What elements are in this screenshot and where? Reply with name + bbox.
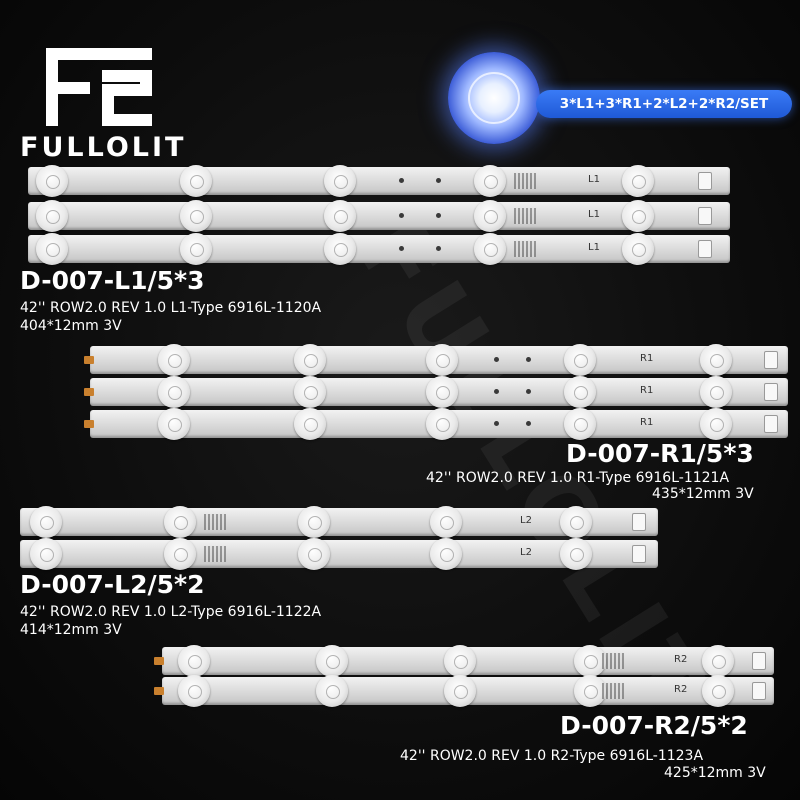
strip-tag: L2 <box>520 547 532 558</box>
product-spec: 42'' ROW2.0 REV 1.0 L2-Type 6916L-1122A <box>20 604 322 620</box>
led-strip-r1: R1 <box>84 376 788 408</box>
product-spec: 42'' ROW2.0 REV 1.0 R2-Type 6916L-1123A <box>400 748 704 764</box>
strip-tag: R1 <box>640 353 654 364</box>
led-strip-r2: R2 <box>154 675 774 707</box>
product-spec: 42'' ROW2.0 REV 1.0 L1-Type 6916L-1120A <box>20 300 322 316</box>
strip-tag: L2 <box>520 515 532 526</box>
product-title: D-007-R2/5*2 <box>560 711 748 740</box>
led-strip-l1: L1 <box>28 165 730 197</box>
strip-tag: L1 <box>588 209 600 220</box>
set-composition-label: 3*L1+3*R1+2*L2+2*R2/SET <box>536 90 792 118</box>
led-lens-photo <box>448 52 540 144</box>
product-size: 414*12mm 3V <box>20 622 122 638</box>
led-strip-l2: L2 <box>20 538 658 570</box>
strip-tag: L1 <box>588 174 600 185</box>
strip-tag: R1 <box>640 385 654 396</box>
strip-tag: R1 <box>640 417 654 428</box>
product-spec: 42'' ROW2.0 REV 1.0 R1-Type 6916L-1121A <box>426 470 730 486</box>
product-size: 435*12mm 3V <box>652 486 754 502</box>
strip-tag: R2 <box>674 654 688 665</box>
led-strip-r1: R1 <box>84 344 788 376</box>
strip-tag: R2 <box>674 684 688 695</box>
product-title: D-007-R1/5*3 <box>566 439 754 468</box>
brand-logo-mark <box>46 48 152 126</box>
product-size: 425*12mm 3V <box>664 765 766 781</box>
led-strip-r2: R2 <box>154 645 774 677</box>
led-strip-l2: L2 <box>20 506 658 538</box>
led-strip-r1: R1 <box>84 408 788 440</box>
product-title: D-007-L1/5*3 <box>20 266 205 295</box>
product-title: D-007-L2/5*2 <box>20 570 205 599</box>
led-strip-l1: L1 <box>28 233 730 265</box>
product-size: 404*12mm 3V <box>20 318 122 334</box>
led-strip-l1: L1 <box>28 200 730 232</box>
brand-name: FULLOLIT <box>20 132 187 163</box>
strip-tag: L1 <box>588 242 600 253</box>
